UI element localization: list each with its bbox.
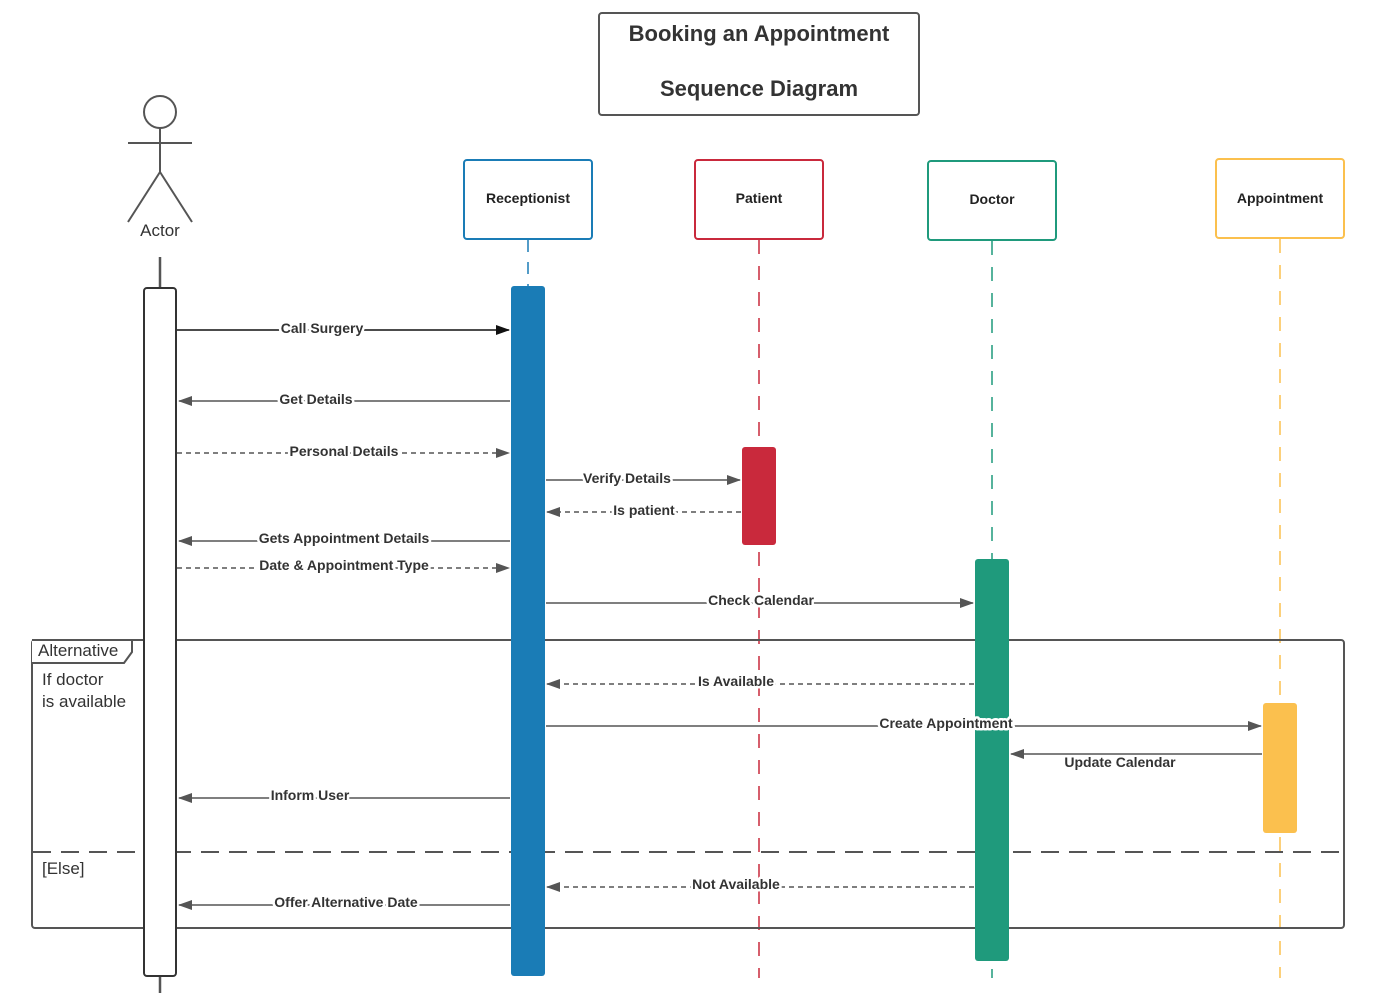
participant-label-patient: Patient <box>736 190 783 206</box>
message-gets-appointment-details: Gets Appointment Details <box>178 528 510 549</box>
message-call-surgery: Call Surgery <box>177 318 510 339</box>
message-check-calendar: Check Calendar <box>546 590 974 611</box>
message-label: Create Appointment <box>879 715 1013 731</box>
actor-head-icon <box>143 95 177 129</box>
message-offer-alternative-date: Offer Alternative Date <box>178 892 510 913</box>
message-label: Is Available <box>698 673 774 689</box>
message-label: Inform User <box>271 787 350 803</box>
frame-guard-line1: If doctor <box>42 670 104 689</box>
message-label: Date & Appointment Type <box>259 557 429 573</box>
message-inform-user: Inform User <box>178 785 510 806</box>
frame-kind-label: Alternative <box>38 641 118 660</box>
appointment-activation-bar <box>1263 703 1297 833</box>
actor-figure <box>127 95 193 223</box>
message-label: Offer Alternative Date <box>274 894 418 910</box>
message-label: Personal Details <box>290 443 399 459</box>
message-update-calendar: Update Calendar <box>1010 749 1262 770</box>
message-is-patient: Is patient <box>546 500 741 521</box>
participant-label-appointment: Appointment <box>1237 190 1324 206</box>
participant-label-receptionist: Receptionist <box>486 190 570 206</box>
alternative-frame: Alternative If doctor is available [Else… <box>31 639 1345 929</box>
message-label: Update Calendar <box>1064 754 1176 770</box>
frame-guard-line2: is available <box>42 692 126 711</box>
participant-appointment: Appointment <box>1215 158 1345 239</box>
message-get-details: Get Details <box>178 389 510 410</box>
participant-label-doctor: Doctor <box>969 191 1015 207</box>
message-create-appointment: Create Appointment <box>546 713 1262 734</box>
participant-patient: Patient <box>694 159 824 240</box>
message-label: Verify Details <box>583 470 671 486</box>
message-label: Get Details <box>279 391 352 407</box>
doctor-activation-bar <box>975 559 1009 961</box>
message-label: Is patient <box>613 502 675 518</box>
diagram-title-line2: Sequence Diagram <box>660 76 858 101</box>
diagram-title-line1: Booking an Appointment <box>629 21 890 46</box>
message-is-available: Is Available <box>546 671 974 692</box>
message-label: Gets Appointment Details <box>259 530 430 546</box>
participant-doctor: Doctor <box>927 160 1057 241</box>
message-verify-details: Verify Details <box>546 468 741 489</box>
message-not-available: Not Available <box>546 874 974 895</box>
participant-receptionist: Receptionist <box>463 159 593 240</box>
patient-activation-bar <box>742 447 776 545</box>
title-box: Booking an Appointment Sequence Diagram <box>598 12 920 116</box>
message-personal-details: Personal Details <box>177 441 510 462</box>
actor-activation-bar <box>143 287 177 977</box>
frame-else-label: [Else] <box>42 859 85 878</box>
receptionist-activation-bar <box>511 286 545 976</box>
actor-label: Actor <box>140 221 180 240</box>
message-label: Not Available <box>692 876 780 892</box>
message-label: Check Calendar <box>708 592 814 608</box>
message-date-appointment-type: Date & Appointment Type <box>177 555 510 576</box>
message-label: Call Surgery <box>281 320 364 336</box>
